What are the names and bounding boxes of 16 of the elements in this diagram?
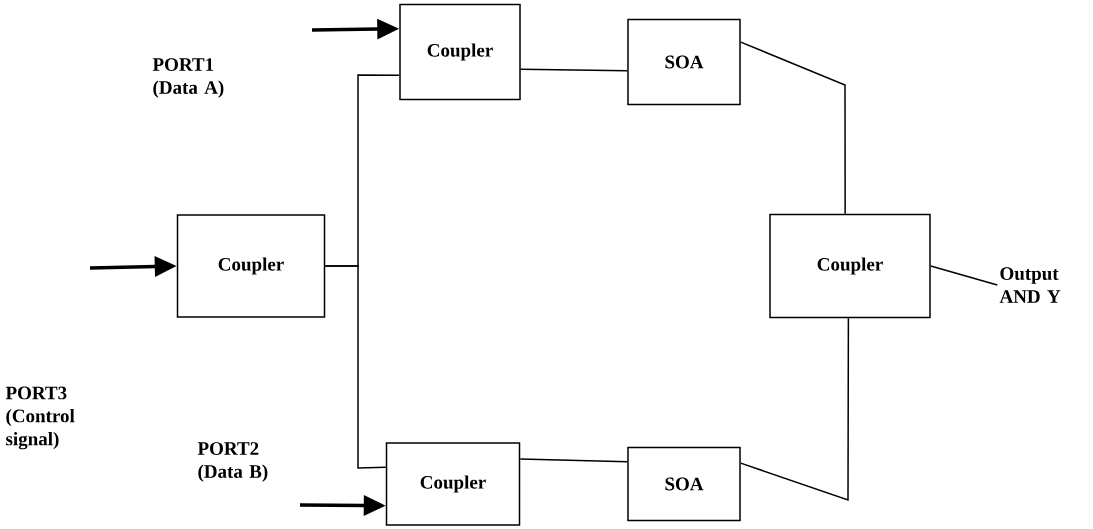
- soa-box: SOA: [627, 18, 741, 106]
- connector-line: [740, 317, 850, 502]
- connector-line: [519, 458, 628, 463]
- port-label: PORT1 (Data A): [152, 58, 224, 98]
- coupler-box: Coupler: [399, 3, 521, 101]
- connector-line: [930, 265, 999, 286]
- soa-box: SOA: [627, 446, 741, 522]
- connector-line: [740, 41, 846, 215]
- port-label: PORT3 (Control signal): [5, 386, 75, 450]
- connector-line: [520, 68, 628, 72]
- coupler-box: Coupler: [385, 442, 521, 526]
- coupler-box: Coupler: [176, 214, 326, 318]
- port-label: PORT2 (Data B): [197, 442, 268, 482]
- connector-line: [324, 265, 387, 469]
- coupler-box: Coupler: [769, 213, 931, 319]
- output-label: Output AND Y: [999, 267, 1061, 303]
